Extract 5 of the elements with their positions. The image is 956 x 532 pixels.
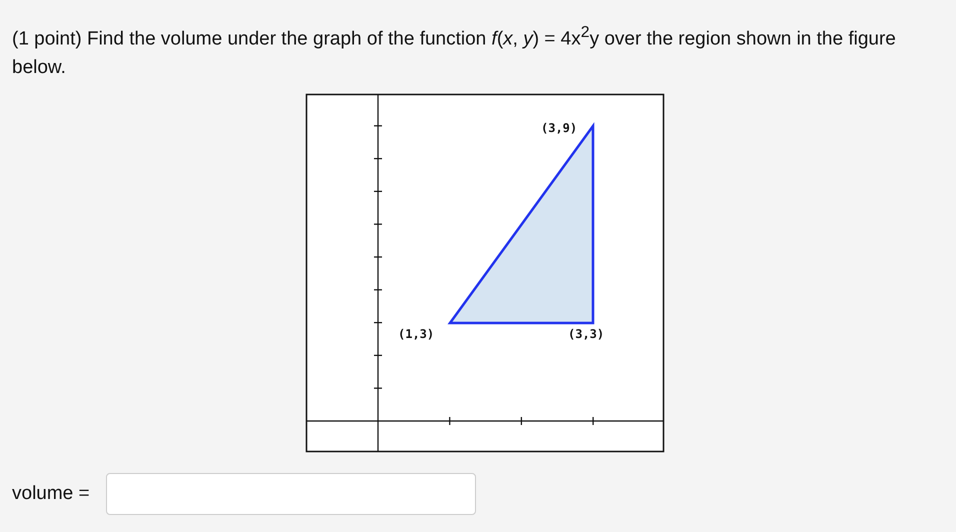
point-label: (3,3) — [568, 327, 604, 341]
question-text: (1 point) Find the volume under the graph of the function f(x, y) = 4x$^{2}$y over the region shown in the figure below. — [12, 23, 897, 80]
point-label: (1,3) — [398, 327, 434, 341]
answer-label: volume = — [12, 483, 90, 505]
point-label: (3,9) — [541, 121, 578, 135]
